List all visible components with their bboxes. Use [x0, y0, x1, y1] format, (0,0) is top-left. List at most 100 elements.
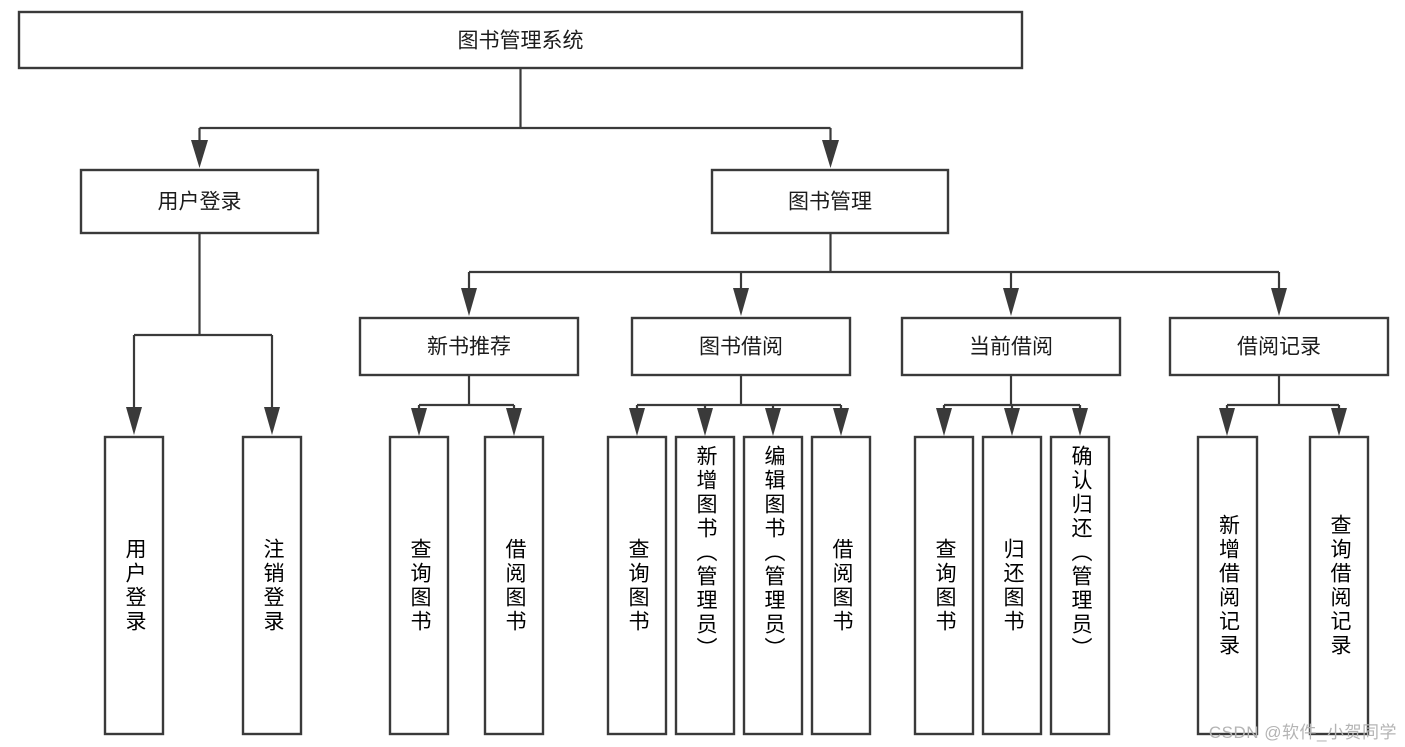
- leaf-confirm-return-admin[interactable]: 确认归还（管理员）: [1049, 435, 1111, 736]
- leaf-user-logout-box[interactable]: [241, 435, 303, 736]
- node-book-borrow[interactable]: 图书借阅: [630, 316, 852, 377]
- arrow-head-new-book-recommend: [461, 288, 477, 316]
- watermark-label: CSDN @软件_小贺同学: [1208, 723, 1397, 742]
- leaf-borrow-book-1-box[interactable]: [483, 435, 545, 736]
- leaf-edit-book-admin-text-holder: 编辑图书（管理员）: [762, 445, 785, 661]
- node-new-book-recommend-label: 新书推荐: [427, 336, 511, 359]
- leaf-add-book-admin-box[interactable]: [674, 435, 736, 736]
- leaf-borrow-book-2-text-holder: 借阅图书: [830, 537, 853, 634]
- connector-group-bookmgmt: [461, 233, 1287, 316]
- leaf-query-borrow-record-text-holder: 查询借阅记录: [1328, 513, 1351, 658]
- arrow-head-bookmgmt: [822, 140, 839, 168]
- node-current-borrow-box[interactable]: [900, 316, 1122, 377]
- leaf-query-book-1-text-holder: 查询图书: [408, 538, 431, 634]
- leaf-return-book[interactable]: 归还图书: [981, 435, 1043, 736]
- leaf-query-book-3-text-holder: 查询图书: [933, 537, 956, 634]
- node-borrow-record[interactable]: 借阅记录: [1168, 316, 1390, 377]
- leaf-query-borrow-record-box[interactable]: [1308, 435, 1370, 736]
- leaf-return-book-text-holder: 归还图书: [1001, 537, 1024, 634]
- leaf-user-logout-text-holder: 注销登录: [261, 537, 284, 634]
- leaf-user-logout[interactable]: 注销登录: [241, 435, 303, 736]
- node-borrow-record-label: 借阅记录: [1237, 336, 1321, 359]
- node-book-borrow-box[interactable]: [630, 316, 852, 377]
- node-current-borrow[interactable]: 当前借阅: [900, 316, 1122, 377]
- leaf-query-book-3[interactable]: 查询图书: [913, 435, 975, 736]
- arrow-head-borrow-book-1: [506, 408, 522, 436]
- node-book-management[interactable]: 图书管理: [710, 168, 950, 235]
- leaf-query-borrow-record[interactable]: 查询借阅记录: [1308, 435, 1370, 736]
- connector-group-bookborrow: [629, 375, 849, 436]
- arrow-head-book-borrow: [733, 288, 749, 316]
- leaf-query-book-2-box[interactable]: [606, 435, 668, 736]
- arrow-head-edit-book-admin: [765, 408, 781, 436]
- leaf-query-borrow-record-label: 查询借阅记录: [1328, 513, 1351, 658]
- node-user-login[interactable]: 用户登录: [79, 168, 320, 235]
- arrow-head-return-book: [1004, 408, 1020, 436]
- leaf-borrow-book-1-label: 借阅图书: [503, 537, 526, 634]
- arrow-head-current-borrow: [1003, 288, 1019, 316]
- node-root-label: 图书管理系统: [458, 30, 584, 53]
- leaf-edit-book-admin-label: 编辑图书（管理员）: [762, 445, 785, 661]
- arrow-head-user-logout-leaf: [264, 407, 280, 435]
- leaf-confirm-return-admin-label: 确认归还（管理员）: [1069, 445, 1092, 661]
- node-book-borrow-label: 图书借阅: [699, 336, 783, 359]
- connector-group-borrowrecord: [1219, 375, 1347, 436]
- leaf-add-borrow-record-box[interactable]: [1196, 435, 1259, 736]
- leaf-borrow-book-1[interactable]: 借阅图书: [483, 435, 545, 736]
- leaf-query-book-1-box[interactable]: [388, 435, 450, 736]
- node-new-book-recommend-box[interactable]: [358, 316, 580, 377]
- leaf-query-book-2-label: 查询图书: [626, 537, 649, 634]
- connector-group-userlogin: [126, 233, 280, 435]
- node-new-book-recommend[interactable]: 新书推荐: [358, 316, 580, 377]
- leaf-borrow-book-2-box[interactable]: [810, 435, 872, 736]
- arrow-head-userlogin: [191, 140, 208, 168]
- leaf-add-borrow-record-text-holder: 新增借阅记录: [1216, 513, 1240, 658]
- arrow-head-confirm-return-admin: [1072, 408, 1088, 436]
- leaf-user-logout-label: 注销登录: [261, 537, 284, 634]
- node-book-management-label: 图书管理: [788, 191, 872, 214]
- node-borrow-record-box[interactable]: [1168, 316, 1390, 377]
- leaf-query-book-2-text-holder: 查询图书: [626, 537, 649, 634]
- arrow-head-query-book-1: [411, 408, 427, 436]
- arrow-head-add-book-admin: [697, 408, 713, 436]
- leaf-query-book-3-label: 查询图书: [933, 537, 956, 634]
- leaf-confirm-return-admin-text-holder: 确认归还（管理员）: [1069, 445, 1092, 661]
- leaf-user-login[interactable]: 用户登录: [103, 435, 165, 736]
- leaf-borrow-book-1-text-holder: 借阅图书: [503, 537, 526, 634]
- arrow-head-query-book-2: [629, 408, 645, 436]
- leaf-borrow-book-2[interactable]: 借阅图书: [810, 435, 872, 736]
- arrow-head-user-login-leaf: [126, 407, 142, 435]
- node-root[interactable]: 图书管理系统: [17, 10, 1024, 70]
- arrow-head-borrow-book-2: [833, 408, 849, 436]
- leaf-add-borrow-record[interactable]: 新增借阅记录: [1196, 435, 1259, 736]
- leaf-add-book-admin[interactable]: 新增图书（管理员）: [674, 435, 736, 736]
- leaf-user-login-text-holder: 用户登录: [123, 537, 146, 634]
- leaf-return-book-box[interactable]: [981, 435, 1043, 736]
- arrow-head-query-borrow-record: [1331, 408, 1347, 436]
- leaf-confirm-return-admin-box[interactable]: [1049, 435, 1111, 736]
- connector-group-currentborrow: [936, 375, 1088, 436]
- leaf-add-book-admin-label: 新增图书（管理员）: [694, 445, 717, 661]
- node-user-login-box[interactable]: [79, 168, 320, 235]
- node-root-box[interactable]: [17, 10, 1024, 70]
- leaf-add-book-admin-text-holder: 新增图书（管理员）: [694, 445, 717, 661]
- arrow-head-borrow-record: [1271, 288, 1287, 316]
- leaf-query-book-2[interactable]: 查询图书: [606, 435, 668, 736]
- leaf-add-borrow-record-label: 新增借阅记录: [1216, 513, 1240, 658]
- leaf-return-book-label: 归还图书: [1001, 537, 1024, 634]
- connector-group-root: [191, 68, 839, 168]
- node-current-borrow-label: 当前借阅: [969, 336, 1053, 359]
- leaf-query-book-3-box[interactable]: [913, 435, 975, 736]
- arrow-head-query-book-3: [936, 408, 952, 436]
- leaf-query-book-1[interactable]: 查询图书: [388, 435, 450, 736]
- leaf-user-login-box[interactable]: [103, 435, 165, 736]
- leaf-edit-book-admin-box[interactable]: [742, 435, 804, 736]
- node-book-management-box[interactable]: [710, 168, 950, 235]
- leaf-borrow-book-2-label: 借阅图书: [830, 537, 853, 634]
- connector-group-newbook: [411, 375, 522, 436]
- leaf-edit-book-admin[interactable]: 编辑图书（管理员）: [742, 435, 804, 736]
- leaf-user-login-label: 用户登录: [123, 537, 146, 634]
- arrow-head-add-borrow-record: [1219, 408, 1235, 436]
